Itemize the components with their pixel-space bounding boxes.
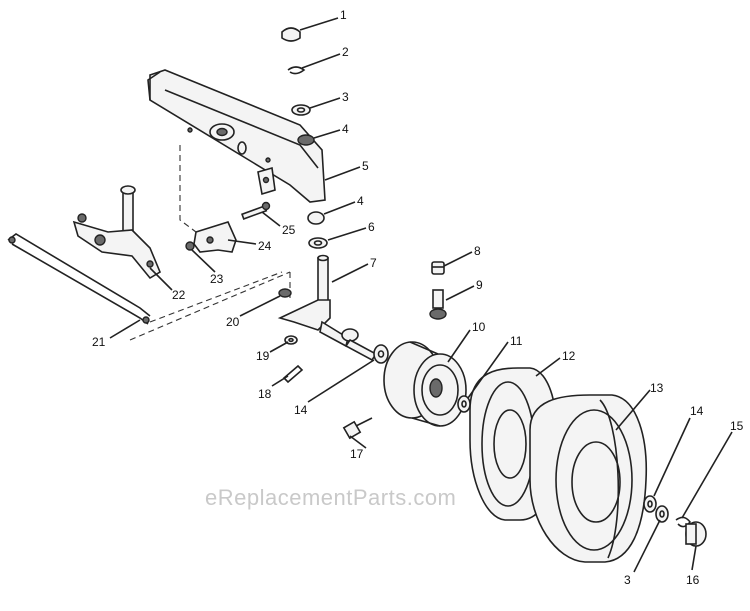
callout-19: 19	[256, 349, 270, 363]
callout-2: 2	[342, 45, 349, 59]
nut-20	[278, 288, 292, 298]
washer-outer-2	[655, 505, 669, 523]
callout-12: 12	[562, 349, 576, 363]
bushing-bottom	[307, 211, 325, 225]
spindle	[277, 254, 378, 362]
callout-11: 11	[510, 334, 523, 348]
steering-arm	[72, 185, 162, 280]
callout-13: 13	[650, 381, 664, 395]
callout-9: 9	[476, 278, 483, 292]
callout-10: 10	[472, 320, 486, 334]
hairpin-clip-top	[287, 66, 306, 75]
cap	[281, 27, 301, 42]
locknut	[185, 241, 195, 251]
grease-fitting	[342, 417, 373, 440]
watermark: eReplacementParts.com	[205, 485, 456, 510]
callout-25: 25	[282, 223, 296, 237]
hub-cap	[685, 521, 707, 547]
callout-8: 8	[474, 244, 481, 258]
callout-15: 15	[730, 419, 744, 433]
callout-3: 3	[342, 90, 349, 104]
leader-lines	[109, 17, 733, 573]
grease-fitting-cap	[431, 261, 445, 275]
front-axle-beam	[147, 69, 326, 203]
callout-18: 18	[258, 387, 272, 401]
hairpin-clip-outer	[675, 516, 692, 528]
valve-stem	[429, 289, 447, 320]
callout-numbers: 1 2 3 4 5 4 6 7 8 9 10 11 12 13 14 15 16…	[92, 8, 744, 587]
callout-23: 23	[210, 272, 224, 286]
bolt	[241, 201, 271, 220]
tire	[529, 394, 648, 563]
callout-14-inner: 14	[294, 403, 308, 417]
callout-20: 20	[226, 315, 240, 329]
washer-top	[291, 104, 311, 116]
bushing-11	[457, 395, 471, 413]
washer-outer	[643, 495, 657, 513]
bushing-top	[297, 134, 315, 146]
cotter-pin-18	[282, 364, 304, 384]
callout-1: 1	[340, 8, 347, 22]
wheel-rim	[383, 341, 467, 427]
callout-4-lower: 4	[357, 194, 364, 208]
callout-14-outer: 14	[690, 404, 704, 418]
callout-21: 21	[92, 335, 106, 349]
washer-middle	[308, 237, 328, 249]
callout-4: 4	[342, 122, 349, 136]
steering-bracket	[193, 221, 237, 253]
callout-6: 6	[368, 220, 375, 234]
callout-16: 16	[686, 573, 700, 587]
callout-22: 22	[172, 288, 186, 302]
callout-24: 24	[258, 239, 272, 253]
callout-3-outer: 3	[624, 573, 631, 587]
drag-link	[7, 233, 151, 325]
callout-17: 17	[350, 447, 364, 461]
callout-5: 5	[362, 159, 369, 173]
washer-inner	[373, 344, 389, 364]
callout-7: 7	[370, 256, 377, 270]
